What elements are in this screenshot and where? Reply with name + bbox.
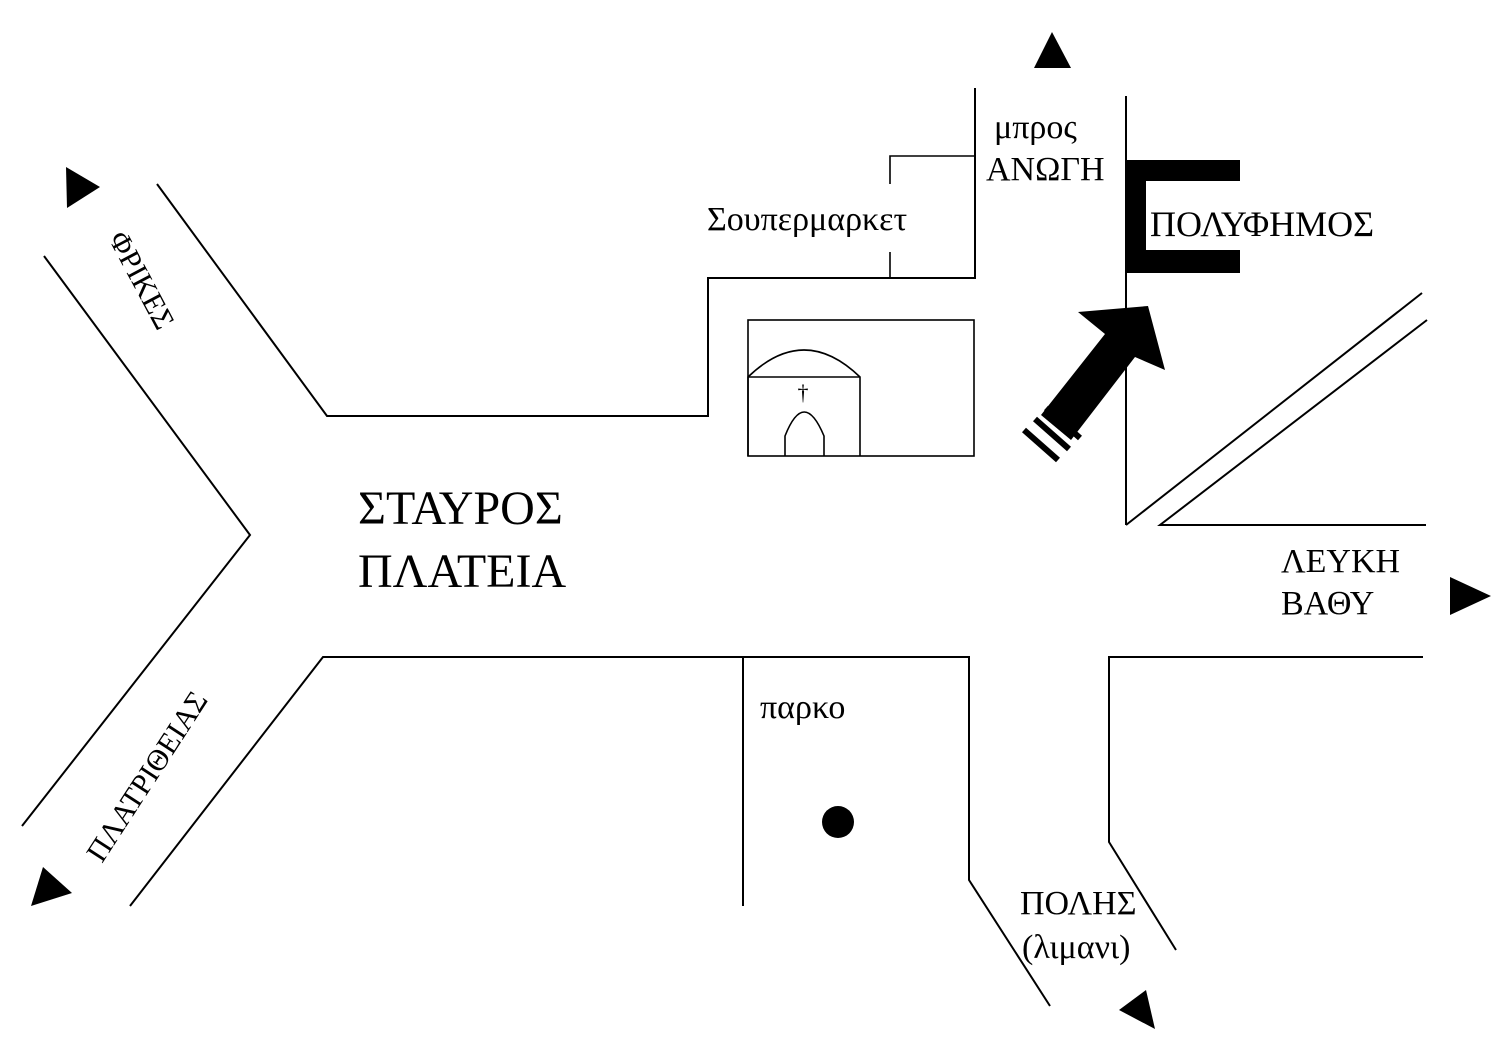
vathi-label-line2: ΒΑΘΥ <box>1281 585 1374 622</box>
arrow-up-left-icon <box>66 167 100 208</box>
polyfimos-building-icon <box>1126 160 1240 273</box>
direction-arrow-stripe-2 <box>1033 416 1071 452</box>
square-label-line1: ΣΤΑΥΡΟΣ <box>358 482 563 535</box>
frikes-label: ΦΡΙΚΕΣ <box>102 226 181 335</box>
park-marker-icon <box>822 806 854 838</box>
direction-arrow-stripe-1 <box>1022 427 1060 463</box>
polis-label-line1: ΠΟΛΗΣ <box>1020 885 1136 922</box>
arrow-right-icon <box>1450 577 1491 615</box>
road-frikes-outer-edge <box>21 255 252 827</box>
road-diagonal-inner <box>1157 319 1428 526</box>
church-cross: † <box>798 380 809 405</box>
platrithias-label: ΠΛΑΤΡΙΘΕΙΑΣ <box>80 686 214 868</box>
road-frikes-inner-edge <box>156 88 976 417</box>
arrow-up-icon <box>1034 32 1071 68</box>
road-lefki-bottom-edge <box>1108 656 1423 951</box>
supermarket-outline <box>889 155 975 184</box>
destination-building <box>1126 160 1240 273</box>
anogi-label-line1: μπρος <box>994 109 1077 146</box>
church-building <box>747 349 861 456</box>
anogi-label-line2: ΑΝΩΓΗ <box>986 151 1105 188</box>
church-door <box>784 411 825 456</box>
direction-arrow-stripe-3 <box>1044 405 1082 441</box>
arrow-down-left-icon <box>31 867 72 906</box>
polis-label-line2: (λιμανι) <box>1022 929 1130 966</box>
destination-label: ΠΟΛΥΦΗΜΟΣ <box>1150 204 1374 244</box>
supermarket-label: Σουπερμαρκετ <box>707 201 907 238</box>
road-platrithias-edge <box>129 656 1051 1007</box>
lefki-label-line1: ΛΕΥΚΗ <box>1281 543 1400 580</box>
church-icon: † <box>747 319 975 457</box>
square-label-line2: ΠΛΑΤΕΙΑ <box>358 545 566 598</box>
park-label: παρκο <box>760 689 845 726</box>
direction-arrow-shape <box>1041 306 1165 440</box>
church-plot <box>747 319 975 457</box>
road-diagonal-outer <box>1125 292 1423 526</box>
arrow-down-right-icon <box>1119 990 1155 1029</box>
direction-arrow-icon <box>1022 306 1165 463</box>
